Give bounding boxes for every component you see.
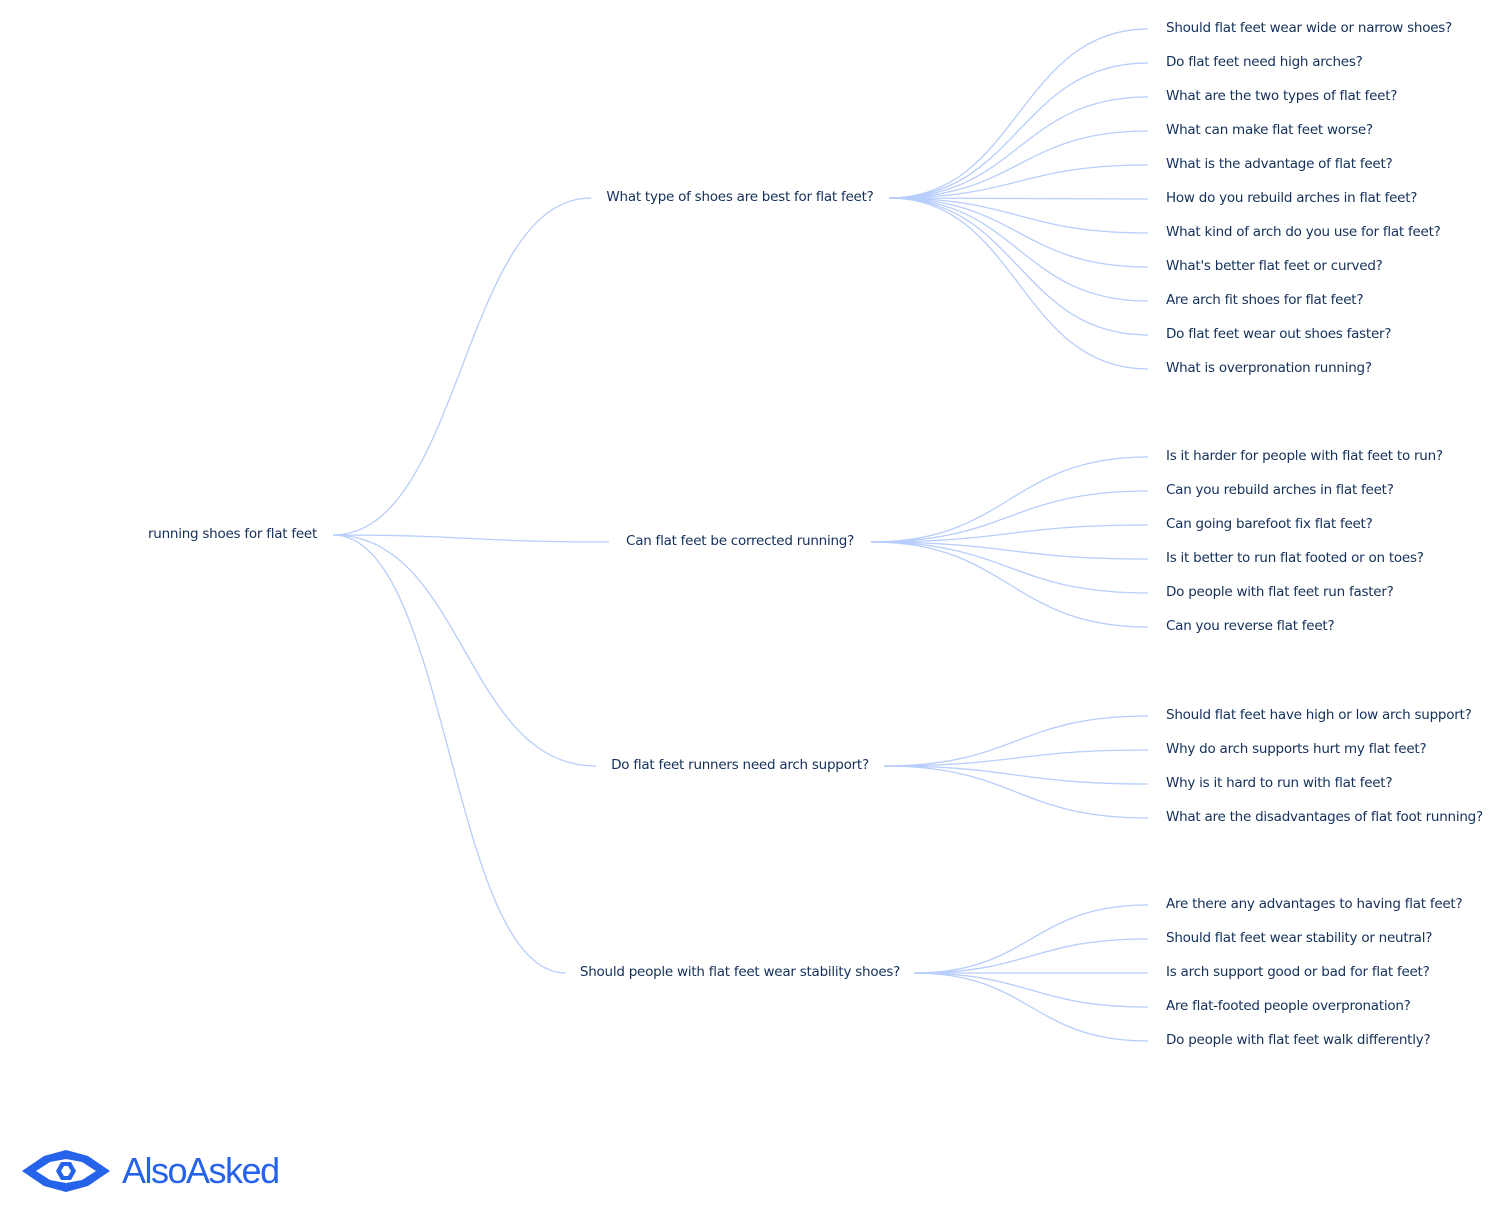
leaf-question-node[interactable]: Are arch fit shoes for flat feet? (1166, 292, 1364, 308)
leaf-question-node[interactable]: Do flat feet need high arches? (1166, 54, 1363, 70)
leaf-question-node[interactable]: Should flat feet wear stability or neutr… (1166, 930, 1433, 946)
leaf-question-node[interactable]: Should flat feet have high or low arch s… (1166, 707, 1472, 723)
branch-to-leaf-connector (883, 765, 1149, 785)
leaf-question-node[interactable]: What are the disadvantages of flat foot … (1166, 809, 1483, 825)
branch-to-leaf-connector (883, 749, 1149, 767)
leaf-question-node[interactable]: What can make flat feet worse? (1166, 122, 1373, 138)
brand-name: AlsoAsked (122, 1150, 280, 1191)
leaf-question-node[interactable]: Are flat-footed people overpronation? (1166, 998, 1411, 1014)
branch-to-leaf-connector (888, 164, 1149, 199)
root-to-branch-connector (332, 534, 610, 543)
branch-question-node[interactable]: Should people with flat feet wear stabil… (579, 964, 901, 980)
branch-to-leaf-connector (888, 197, 1149, 200)
branch-to-leaf-connector (870, 541, 1149, 628)
leaf-question-node[interactable]: Why is it hard to run with flat feet? (1166, 775, 1393, 791)
branch-to-leaf-connector (870, 541, 1149, 594)
leaf-question-node[interactable]: Is it harder for people with flat feet t… (1166, 448, 1443, 464)
leaf-question-node[interactable]: What are the two types of flat feet? (1166, 88, 1398, 104)
branch-question-node[interactable]: Do flat feet runners need arch support? (611, 757, 869, 773)
branch-to-leaf-connector (888, 28, 1149, 199)
branch-to-leaf-connector (888, 62, 1149, 199)
root-to-branch-connector (332, 534, 567, 974)
brand-logo: AlsoAsked (20, 1148, 280, 1194)
branch-to-leaf-connector (888, 197, 1149, 268)
branch-to-leaf-connector (870, 490, 1149, 543)
leaf-question-node[interactable]: Are there any advantages to having flat … (1166, 896, 1463, 912)
leaf-question-node[interactable]: Is arch support good or bad for flat fee… (1166, 964, 1430, 980)
branch-to-leaf-connector (870, 524, 1149, 543)
leaf-question-node[interactable]: Can you rebuild arches in flat feet? (1166, 482, 1394, 498)
branch-question-node[interactable]: What type of shoes are best for flat fee… (606, 189, 874, 205)
leaf-question-node[interactable]: Do people with flat feet walk differentl… (1166, 1032, 1431, 1048)
branch-to-leaf-connector (913, 938, 1149, 974)
branch-to-leaf-connector (888, 197, 1149, 370)
branch-to-leaf-connector (870, 541, 1149, 560)
leaf-question-node[interactable]: What is the advantage of flat feet? (1166, 156, 1393, 172)
leaf-question-node[interactable]: Do people with flat feet run faster? (1166, 584, 1394, 600)
leaf-question-node[interactable]: What is overpronation running? (1166, 360, 1372, 376)
branch-question-node[interactable]: Can flat feet be corrected running? (626, 533, 854, 549)
root-to-branch-connector (332, 197, 592, 536)
leaf-question-node[interactable]: Do flat feet wear out shoes faster? (1166, 326, 1392, 342)
branch-to-leaf-connector (870, 456, 1149, 543)
leaf-question-node[interactable]: Can going barefoot fix flat feet? (1166, 516, 1373, 532)
leaf-question-node[interactable]: What's better flat feet or curved? (1166, 258, 1383, 274)
branch-to-leaf-connector (883, 715, 1149, 767)
branch-to-leaf-connector (888, 197, 1149, 234)
branch-to-leaf-connector (888, 130, 1149, 199)
branch-to-leaf-connector (913, 972, 1149, 1042)
branch-to-leaf-connector (888, 197, 1149, 336)
root-node[interactable]: running shoes for flat feet (148, 526, 317, 542)
leaf-question-node[interactable]: How do you rebuild arches in flat feet? (1166, 190, 1418, 206)
branch-to-leaf-connector (883, 765, 1149, 819)
leaf-question-node[interactable]: Can you reverse flat feet? (1166, 618, 1335, 634)
leaf-question-node[interactable]: Should flat feet wear wide or narrow sho… (1166, 20, 1452, 36)
leaf-question-node[interactable]: What kind of arch do you use for flat fe… (1166, 224, 1441, 240)
leaf-question-node[interactable]: Why do arch supports hurt my flat feet? (1166, 741, 1427, 757)
alsoasked-logo-icon (22, 1150, 110, 1192)
branch-to-leaf-connector (913, 972, 1149, 1008)
branch-to-leaf-connector (888, 197, 1149, 302)
root-to-branch-connector (332, 534, 597, 767)
connector-lines (332, 28, 1149, 1042)
leaf-question-node[interactable]: Is it better to run flat footed or on to… (1166, 550, 1424, 566)
branch-to-leaf-connector (888, 96, 1149, 199)
branch-to-leaf-connector (913, 904, 1149, 974)
